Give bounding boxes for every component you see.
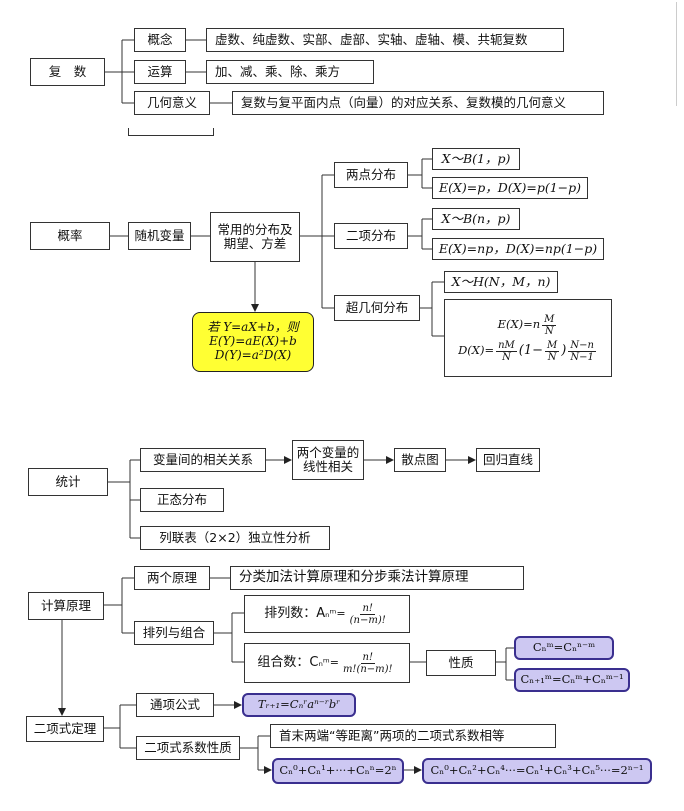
prob-hyper-f1: X～H(N，M，n) bbox=[444, 271, 558, 293]
stats-two-var-label: 两个变量的线性相关 bbox=[296, 444, 360, 474]
stats-regression: 回归直线 bbox=[476, 448, 540, 472]
prob-distribution: 常用的分布及期望、方差 bbox=[210, 212, 300, 262]
comb-fraction: n!m!(n−m)! bbox=[341, 652, 395, 675]
linear-line3: D(Y)=a²D(X) bbox=[214, 347, 292, 362]
perm-den: (n−m)! bbox=[349, 614, 386, 626]
complex-geo: 几何意义 bbox=[134, 91, 210, 115]
hyper-e-prefix: E(X)=n bbox=[497, 317, 541, 332]
hyper-d-den3: N−1 bbox=[570, 351, 594, 363]
comb-eq: ₙᵐ= bbox=[318, 655, 339, 669]
hyper-d-num1: nM bbox=[496, 339, 517, 352]
perm-fraction: n!(n−m)! bbox=[348, 603, 388, 626]
complex-root: 复 数 bbox=[30, 58, 105, 86]
counting-prop2: Cₙ₊₁ᵐ=Cₙᵐ+Cₙᵐ⁻¹ bbox=[514, 668, 630, 692]
hyper-d-den1: N bbox=[502, 351, 511, 363]
counting-permutation: 排列数：A ₙᵐ= n!(n−m)! bbox=[244, 595, 410, 633]
counting-two-principles: 两个原理 bbox=[134, 566, 210, 590]
prob-distribution-label: 常用的分布及期望、方差 bbox=[217, 221, 293, 251]
comb-num: n! bbox=[360, 651, 375, 664]
stats-contingency: 列联表（2×2）独立性分析 bbox=[140, 526, 330, 550]
binomial-root: 二项式定理 bbox=[26, 716, 104, 742]
counting-property: 性质 bbox=[426, 650, 496, 676]
binomial-sum-formula: Cₙ⁰+Cₙ¹+···+Cₙⁿ=2ⁿ bbox=[272, 758, 404, 784]
prob-linear-transform: 若 Y=aX+b，则 E(Y)=aE(X)+b D(Y)=a²D(X) bbox=[192, 312, 314, 372]
stats-correlation: 变量间的相关关系 bbox=[140, 448, 266, 472]
comb-label: 组合数：C bbox=[257, 654, 319, 670]
complex-geo-text: 复数与复平面内点（向量）的对应关系、复数模的几何意义 bbox=[232, 91, 604, 115]
comb-den: m!(n−m)! bbox=[342, 663, 393, 675]
prob-binomial: 二项分布 bbox=[334, 223, 408, 249]
binomial-parity-formula: Cₙ⁰+Cₙ²+Cₙ⁴···=Cₙ¹+Cₙ³+Cₙ⁵···=2ⁿ⁻¹ bbox=[422, 758, 652, 784]
prob-two-point-f1: X～B(1，p) bbox=[432, 148, 520, 170]
stats-scatter: 散点图 bbox=[394, 448, 446, 472]
prob-two-point-f2: E(X)=p，D(X)=p(1−p) bbox=[432, 177, 588, 199]
counting-combination: 组合数：C ₙᵐ= n!m!(n−m)! bbox=[244, 643, 410, 683]
hyper-d-prefix: D(X)= bbox=[458, 343, 495, 358]
counting-prop1: Cₙᵐ=Cₙⁿ⁻ᵐ bbox=[514, 636, 614, 660]
counting-root: 计算原理 bbox=[28, 592, 104, 620]
scrollbar-track bbox=[676, 2, 683, 106]
binomial-general-term: 通项公式 bbox=[136, 693, 214, 717]
hyper-d-num2: M bbox=[545, 339, 560, 352]
hyper-d-num3: N−n bbox=[568, 339, 596, 352]
binomial-coef-prop: 二项式系数性质 bbox=[136, 736, 240, 760]
prob-binomial-f1: X～B(n，p) bbox=[432, 208, 520, 230]
linear-line2: E(Y)=aE(X)+b bbox=[209, 334, 297, 349]
hyper-d-den2: N bbox=[547, 351, 557, 363]
stats-normal: 正态分布 bbox=[140, 488, 224, 512]
counting-principles-text: 分类加法计算原理和分步乘法计算原理 bbox=[230, 566, 524, 590]
cropped-box-fragment bbox=[128, 128, 214, 136]
hyper-d-mid: (1− bbox=[518, 342, 544, 358]
stats-two-var: 两个变量的线性相关 bbox=[292, 440, 364, 480]
counting-perm-comb: 排列与组合 bbox=[134, 621, 214, 645]
complex-ops: 运算 bbox=[134, 60, 186, 84]
stats-root: 统计 bbox=[28, 468, 108, 496]
hyper-d-close: ) bbox=[561, 342, 567, 358]
prob-binomial-f2: E(X)=np，D(X)=np(1−p) bbox=[432, 238, 604, 260]
perm-num: n! bbox=[360, 602, 375, 615]
binomial-term-formula: Tᵣ₊₁=Cₙʳaⁿ⁻ʳbʳ bbox=[242, 693, 356, 717]
binomial-equidistant: 首末两端“等距离”两项的二项式系数相等 bbox=[270, 724, 556, 748]
prob-root: 概率 bbox=[30, 222, 110, 250]
prob-hypergeometric: 超几何分布 bbox=[334, 295, 420, 321]
complex-ops-text: 加、减、乘、除、乘方 bbox=[206, 60, 374, 84]
prob-two-point: 两点分布 bbox=[334, 162, 408, 188]
hyper-e-num: M bbox=[542, 313, 557, 326]
prob-random-variable: 随机变量 bbox=[128, 222, 191, 250]
perm-label: 排列数：A bbox=[264, 605, 326, 621]
hyper-e-den: N bbox=[544, 325, 554, 337]
complex-concept-text: 虚数、纯虚数、实部、虚部、实轴、虚轴、模、共轭复数 bbox=[206, 28, 564, 52]
complex-concept: 概念 bbox=[134, 28, 186, 52]
perm-eq: ₙᵐ= bbox=[325, 606, 346, 620]
linear-line1: 若 Y=aX+b，则 bbox=[207, 320, 299, 335]
